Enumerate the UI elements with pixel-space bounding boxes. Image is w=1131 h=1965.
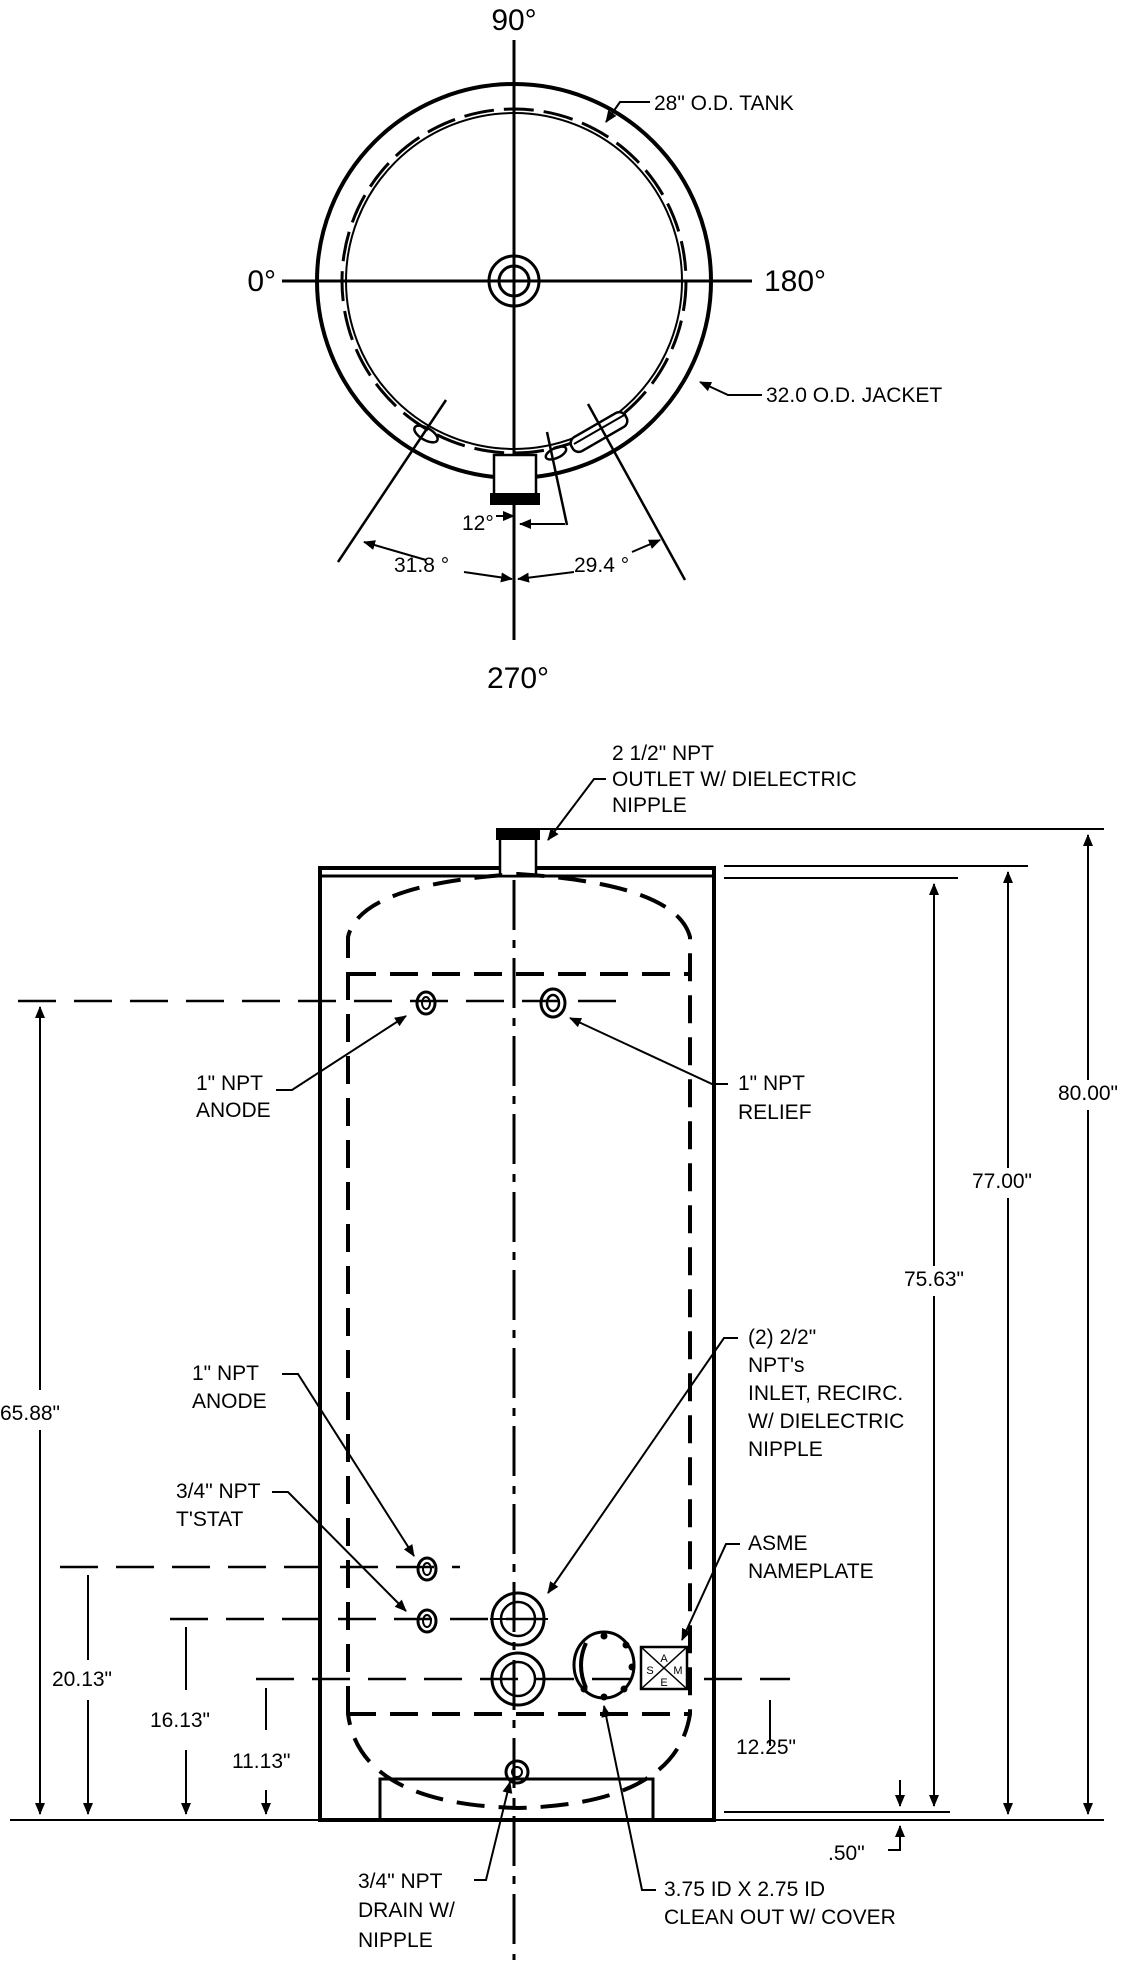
- outlet-label: 2 1/2" NPT OUTLET W/ DIELECTRIC NIPPLE: [612, 742, 857, 817]
- svg-text:(2) 2/2": (2) 2/2": [748, 1326, 816, 1349]
- asme-nameplate-label: ASME NAMEPLATE: [748, 1532, 874, 1583]
- dim-80: 80.00": [1058, 1082, 1118, 1105]
- svg-text:1" NPT: 1" NPT: [192, 1362, 259, 1385]
- svg-text:W/ DIELECTRIC: W/ DIELECTRIC: [748, 1410, 904, 1433]
- dim-12-25: 12.25": [736, 1736, 796, 1759]
- svg-text:NIPPLE: NIPPLE: [748, 1438, 823, 1461]
- nameplate-letter-m: M: [673, 1665, 682, 1677]
- svg-text:NAMEPLATE: NAMEPLATE: [748, 1560, 874, 1583]
- asme-nameplate: A S M E: [639, 1645, 689, 1691]
- anode-low-port: [416, 1556, 438, 1582]
- drain-nipple-cap: [490, 493, 540, 505]
- nameplate-letter-s: S: [646, 1665, 653, 1677]
- cleanout-label: 3.75 ID X 2.75 ID CLEAN OUT W/ COVER: [664, 1878, 896, 1929]
- right-fitting-small: [544, 445, 568, 461]
- dim-16-13: 16.13": [150, 1709, 210, 1732]
- svg-text:DRAIN W/: DRAIN W/: [358, 1899, 455, 1922]
- side-view: A S M E: [0, 742, 1118, 1960]
- inlet-port-upper: [490, 1591, 548, 1647]
- inlet-port-lower: [490, 1651, 546, 1707]
- svg-text:NIPPLE: NIPPLE: [358, 1929, 433, 1952]
- right-fitting-large: [569, 410, 629, 454]
- anode-low-label: 1" NPT ANODE: [192, 1362, 267, 1413]
- svg-text:NPT's: NPT's: [748, 1354, 805, 1377]
- base-skid: [378, 1777, 655, 1822]
- svg-text:T'STAT: T'STAT: [176, 1508, 244, 1531]
- angle-270-label: 270°: [487, 662, 549, 695]
- angle-12-label: 12°: [462, 512, 494, 535]
- dim-75-63: 75.63": [904, 1268, 964, 1291]
- angle-0-label: 0°: [247, 265, 276, 298]
- angle-90-label: 90°: [491, 4, 536, 37]
- nameplate-letter-a: A: [660, 1653, 668, 1665]
- relief-label: 1" NPT RELIEF: [738, 1072, 812, 1124]
- nameplate-letter-e: E: [660, 1677, 667, 1689]
- svg-text:INLET, RECIRC.: INLET, RECIRC.: [748, 1382, 903, 1405]
- svg-text:CLEAN OUT W/ COVER: CLEAN OUT W/ COVER: [664, 1906, 896, 1929]
- outlet-nipple-cap: [496, 828, 540, 840]
- svg-text:OUTLET W/ DIELECTRIC: OUTLET W/ DIELECTRIC: [612, 768, 857, 791]
- dim-0-50: .50": [828, 1842, 865, 1865]
- svg-text:3/4" NPT: 3/4" NPT: [358, 1870, 443, 1893]
- angle-29-label: 29.4 °: [574, 554, 629, 577]
- svg-text:2 1/2" NPT: 2 1/2" NPT: [612, 742, 714, 765]
- angle-180-label: 180°: [764, 265, 826, 298]
- angle-31-label: 31.8 °: [394, 554, 449, 577]
- svg-text:3/4" NPT: 3/4" NPT: [176, 1480, 261, 1503]
- tank-outline-dashed: [346, 871, 692, 1811]
- jacket-od-label: 32.0 O.D. JACKET: [766, 384, 942, 407]
- relief-port: [539, 987, 567, 1019]
- dim-20-13: 20.13": [52, 1668, 112, 1691]
- anode-top-label: 1" NPT ANODE: [196, 1072, 271, 1122]
- tank-od-label: 28" O.D. TANK: [654, 92, 794, 115]
- svg-text:1" NPT: 1" NPT: [738, 1072, 805, 1095]
- outlet-nipple: [498, 834, 538, 878]
- dim-65-88: 65.88": [0, 1402, 60, 1425]
- left-fitting: [413, 424, 439, 444]
- inlet-recirc-label: (2) 2/2" NPT's INLET, RECIRC. W/ DIELECT…: [748, 1326, 904, 1461]
- tstat-port: [416, 1608, 438, 1634]
- svg-text:3.75 ID X 2.75 ID: 3.75 ID X 2.75 ID: [664, 1878, 825, 1901]
- drain-port: [504, 1759, 530, 1785]
- svg-text:ANODE: ANODE: [196, 1099, 271, 1122]
- drain-nipple-top: [492, 453, 538, 497]
- svg-text:ASME: ASME: [748, 1532, 808, 1555]
- svg-text:NIPPLE: NIPPLE: [612, 794, 687, 817]
- dim-77: 77.00": [972, 1170, 1032, 1193]
- drain-label: 3/4" NPT DRAIN W/ NIPPLE: [358, 1870, 455, 1952]
- anode-top-port: [415, 990, 437, 1016]
- svg-text:1" NPT: 1" NPT: [196, 1072, 263, 1095]
- svg-text:RELIEF: RELIEF: [738, 1101, 812, 1124]
- dim-11-13: 11.13": [232, 1750, 290, 1773]
- top-view: 90° 0° 180° 270° 28" O.D. TANK 32.0 O.D.…: [247, 4, 942, 695]
- tstat-label: 3/4" NPT T'STAT: [176, 1480, 261, 1531]
- cleanout-cover: [572, 1630, 636, 1701]
- svg-text:ANODE: ANODE: [192, 1390, 267, 1413]
